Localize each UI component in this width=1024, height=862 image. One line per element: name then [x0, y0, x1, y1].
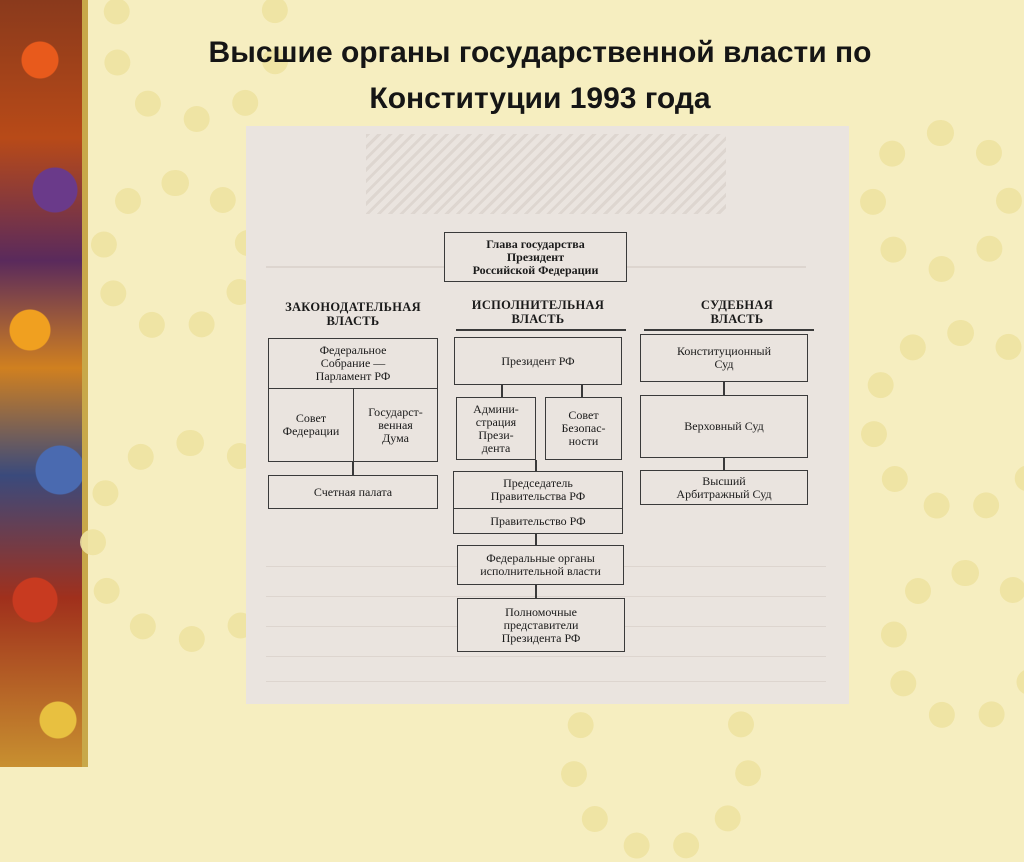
government-chairman-box: Председатель Правительства РФ	[453, 471, 623, 509]
arbitration-court-box: Высший Арбитражный Суд	[640, 470, 808, 505]
constitutional-court-box: Конституционный Суд	[640, 334, 808, 382]
federation-council-box: Совет Федерации	[268, 388, 354, 462]
connector	[352, 462, 354, 476]
connector	[535, 585, 537, 599]
gear-decoration	[880, 560, 1024, 732]
federal-executive-bodies-box: Федеральные органы исполнительной власти	[457, 545, 624, 585]
security-council-box: Совет Безопас- ности	[545, 397, 622, 460]
president-box: Президент РФ	[454, 337, 622, 385]
connector	[644, 329, 814, 331]
connector	[501, 385, 503, 397]
connector	[535, 534, 537, 546]
supreme-court-box: Верховный Суд	[640, 395, 808, 458]
state-duma-box: Государст- венная Дума	[353, 388, 438, 462]
connector	[456, 329, 626, 331]
executive-branch-label: ИСПОЛНИТЕЛЬНАЯ ВЛАСТЬ	[471, 298, 605, 326]
bleed-through-texture	[266, 681, 826, 682]
gear-decoration	[860, 320, 1024, 522]
connector	[581, 385, 583, 397]
judicial-branch-label: СУДЕБНАЯ ВЛАСТЬ	[700, 298, 774, 326]
presidential-representatives-box: Полномочные представители Президента РФ	[457, 598, 625, 652]
head-of-state-box: Глава государства Президент Российской Ф…	[444, 232, 627, 282]
bleed-through-texture	[266, 656, 826, 657]
scanned-diagram: Глава государства Президент Российской Ф…	[246, 126, 849, 704]
connector	[723, 382, 725, 396]
bleed-through-texture	[366, 134, 726, 214]
gear-decoration	[860, 120, 1022, 282]
decorative-left-border	[0, 0, 88, 767]
federal-assembly-box: Федеральное Собрание — Парламент РФ	[268, 338, 438, 389]
accounts-chamber-box: Счетная палата	[268, 475, 438, 509]
government-box: Правительство РФ	[453, 508, 623, 534]
gear-decoration	[90, 170, 262, 342]
connector	[535, 460, 537, 472]
legislative-branch-label: ЗАКОНОДАТЕЛЬНАЯ ВЛАСТЬ	[285, 300, 421, 328]
bleed-through-texture	[266, 596, 826, 597]
presidential-administration-box: Админи- страция Прези- дента	[456, 397, 536, 460]
connector	[723, 458, 725, 471]
slide-title: Высшие органы государственной власти по …	[208, 36, 872, 115]
